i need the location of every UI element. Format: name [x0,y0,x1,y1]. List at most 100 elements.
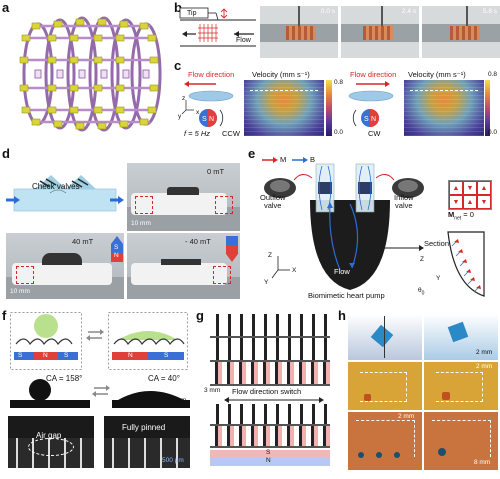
field-label-40mT: 40 mT [72,237,94,246]
svg-text:N: N [371,116,376,123]
colorbar-max-right: 0.8 [488,71,498,78]
panel-label-e: e [248,146,256,161]
velocity-label-right: Velocity (mm s⁻¹) [408,70,466,79]
scale-bar-10mm: 10 mm [131,220,151,227]
cilia-strip-1 [210,314,330,338]
scale-bar-8mm: 8 mm [474,459,491,466]
svg-text:N: N [209,116,214,123]
droplet-photo-left [10,379,90,408]
contact-angle-left: CA = 158° [46,374,83,383]
switch-arrows-icon [86,329,104,341]
valve-photo-0mT: 0 mT 10 mm [127,163,240,231]
cilia-strip-2 [210,338,330,362]
scale-bar-10mm: 10 mm [10,288,30,295]
m-net-label: Mnet = 0 [448,211,474,222]
heart-pump-illustration [264,163,424,290]
droplet-photo-right [112,391,190,408]
axis-x-label: x [196,109,200,116]
panel-label-b: b [174,0,182,15]
panel-label-d: d [2,146,10,161]
frequency-label: f = 5 Hz [184,129,211,138]
axis-y2: Y [436,275,441,282]
panel-label-a: a [2,0,10,15]
cilia-strip-5 [210,426,330,448]
check-valve-schematic [6,163,124,225]
magnet-bar [210,458,330,466]
section-label: Section [424,239,450,248]
lattice-structure-illustration [19,16,162,132]
droplet-schematic-left [10,312,82,370]
droplet-schematic-right [108,312,188,370]
switch-arrows-icon [92,385,110,397]
disk-schematic-right: S N [348,81,394,127]
rotation-ccw-label: CCW [222,129,240,138]
magnet-icon-ns [226,236,238,262]
theta-subscript: 0 [421,290,425,297]
velocity-label-left: Velocity (mm s⁻¹) [252,70,310,79]
orange-path-photo-2: 8 mm [424,412,498,470]
colorbar-left [326,80,332,136]
legend-b-label: B [310,155,316,164]
colorbar-min-left: 0.0 [334,129,344,136]
fully-pinned-label: Fully pinned [122,423,166,432]
axis-x1: X [292,267,297,274]
m-net-subscript: net [454,215,462,222]
panel-label-f: f [2,308,7,323]
magnet-icon-sn [111,236,123,262]
axis-y-label: y [178,113,182,120]
valve-highlight-box [16,266,34,284]
flow-label: Flow [334,267,350,276]
cube-rotation-photo-1 [348,314,422,360]
pole-left-1: S [18,352,23,359]
axis-y1: Y [264,279,269,286]
theta-symbol: θ [418,287,422,294]
panel-label-h: h [338,308,346,323]
magnet-pole-n: N [114,252,119,259]
flow-direction-switch-label: Flow direction switch [232,387,302,396]
air-gap-label: Air gap [36,431,62,440]
outflow-valve-label: Outflow valve [260,193,286,211]
channel-frame-5s: 5.8 s [422,6,500,58]
theta-label: θ0 [418,287,425,297]
scale-bar-500um: 500 μm [162,457,184,464]
colorbar-max-left: 0.8 [334,79,344,86]
cube-rotation-photo-2: 2 mm [424,314,498,360]
valve-highlight-box [135,196,153,214]
contact-angle-right: CA = 40° [148,374,180,383]
double-arrow-icon [224,397,324,403]
velocity-field-right [404,80,484,136]
scale-bar-2mm: 2 mm [398,413,415,420]
yellow-path-photo-2: 2 mm [424,362,498,410]
pole-left-3: S [64,352,69,359]
pump-caption: Biomimetic heart pump [308,291,385,300]
scale-bar-2mm: 2 mm [476,349,493,356]
fully-pinned-micrograph: Fully pinned 500 μm [104,416,190,468]
legend-m-label: M [280,155,287,164]
time-label: 5.8 s [482,8,497,15]
flow-direction-right: Flow direction [350,70,397,79]
field-label-neg40mT: - 40 mT [185,237,211,246]
svg-text:S: S [202,116,207,123]
tip-flow-schematic [179,7,256,47]
scale-bar-1mm: 1 mm [170,397,187,404]
time-label: 2.4 s [401,8,416,15]
valve-highlight-box [213,266,231,284]
channel-frame-2s: 2.4 s [341,6,419,58]
disk-schematic-left: S N [181,81,234,127]
magnet-pole-n: N [266,457,271,464]
flow-label: Flow [236,37,251,44]
pole-right-2: S [164,352,169,359]
time-label: 0.0 s [320,8,335,15]
colorbar-min-right: 0.0 [488,129,498,136]
magnet-bar [210,450,330,458]
pole-right-1: N [128,352,133,359]
pole-left-2: N [43,352,48,359]
channel-frame-0s: 0.0 s [260,6,338,58]
magnet-pole-s: S [266,449,271,456]
magnet-array-grid: ▲ ▼ ▲ ▼ ▲ ▼ [448,180,492,210]
legend-m-arrow [262,157,278,163]
section-cross-view [447,231,485,297]
axis-z-label: z [182,95,186,102]
valve-photo-neg40mT: - 40 mT [127,233,240,299]
svg-text:S: S [364,116,369,123]
